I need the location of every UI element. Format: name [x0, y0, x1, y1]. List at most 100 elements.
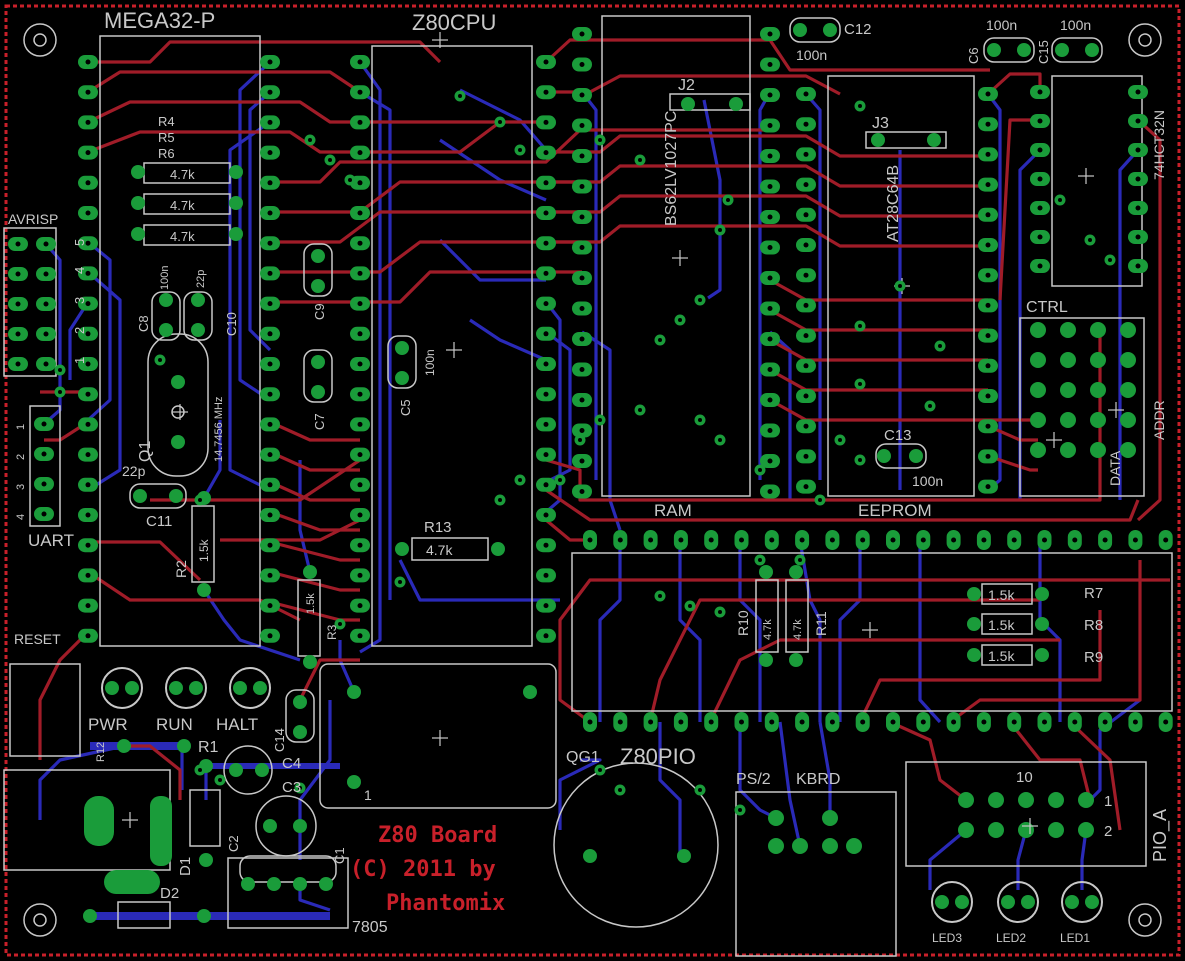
component-pad [293, 877, 307, 891]
ps2-pad [768, 810, 784, 826]
component-pad [303, 655, 317, 669]
component-pad [793, 23, 807, 37]
header-pad [1090, 442, 1106, 458]
bottom-trace [86, 270, 122, 492]
component-pad [967, 648, 981, 662]
component-pad [677, 849, 691, 863]
component-pad [347, 685, 361, 699]
component-pad [1085, 43, 1099, 57]
top-trace [269, 570, 360, 592]
capacitor-c15-body [1051, 37, 1103, 63]
mounting-holes [23, 23, 1162, 937]
bottom-trace [598, 540, 622, 722]
value-c10: 22p [195, 270, 207, 288]
ps2-pad [822, 838, 838, 854]
top-trace [1068, 720, 1122, 831]
label-c8: C8 [136, 315, 151, 332]
value-r9: 1.5k [988, 648, 1015, 664]
resistor-r9-body [981, 644, 1033, 666]
led-pwr [101, 667, 143, 709]
led-1 [1061, 881, 1103, 923]
label-ps2: PS/2 [736, 771, 771, 788]
label-data: DATA [1107, 450, 1123, 486]
avrisp-pin-2: 2 [72, 327, 87, 334]
z80cpu-outline [371, 45, 533, 647]
header-pad [1120, 412, 1136, 428]
led-pad [105, 681, 119, 695]
pio-a-pad [1018, 822, 1034, 838]
label-c3: C3 [282, 779, 301, 796]
top-layer-traces [38, 38, 1170, 831]
top-trace [269, 450, 360, 472]
bottom-trace [838, 540, 862, 722]
capacitor-c9-body [303, 243, 333, 297]
label-pio-a: PIO_A [1150, 809, 1171, 862]
led-pad [125, 681, 139, 695]
label-led3: LED3 [932, 931, 962, 945]
value-r2: 1.5k [197, 538, 211, 562]
component-pad [229, 165, 243, 179]
label-pio-pin10: 10 [1016, 769, 1033, 786]
mounting-hole-tr [1128, 23, 1162, 57]
label-led1: LED1 [1060, 931, 1090, 945]
value-r8: 1.5k [988, 617, 1015, 633]
label-r10: R10 [735, 610, 751, 636]
label-z80cpu: Z80CPU [412, 10, 496, 35]
regulator-outline [227, 857, 349, 929]
bottom-trace [469, 318, 547, 362]
label-c13: C13 [884, 427, 912, 444]
led-pad [233, 681, 247, 695]
header-pad [1120, 382, 1136, 398]
bottom-trace [658, 722, 682, 856]
pio-a-pad [1078, 792, 1094, 808]
led-pad [253, 681, 267, 695]
header-pad [1060, 352, 1076, 368]
credit-line-2: (C) 2011 by [350, 857, 496, 882]
component-pad [681, 97, 695, 111]
capacitor-c6-body [983, 37, 1035, 63]
top-trace [545, 488, 1140, 522]
bottom-trace [438, 238, 546, 282]
header-pad [1060, 412, 1076, 428]
ram-outline [601, 15, 751, 497]
component-pad [1017, 43, 1031, 57]
header-pad [1120, 322, 1136, 338]
component-pad [491, 542, 505, 556]
label-d2: D2 [160, 885, 179, 902]
bottom-trace [358, 61, 382, 654]
label-kbrd: KBRD [796, 771, 840, 788]
component-pad [523, 685, 537, 699]
led-3 [931, 881, 973, 923]
component-pad [311, 355, 325, 369]
jumper-j3-body [865, 131, 947, 149]
resistor-r8-body [981, 613, 1033, 635]
led-2 [997, 881, 1039, 923]
led-run [165, 667, 207, 709]
power-jack-pad [150, 796, 172, 866]
label-c12: C12 [844, 21, 872, 38]
top-trace [270, 180, 582, 214]
mounting-hole-tl [23, 23, 57, 57]
led-pad [935, 895, 949, 909]
label-pio-pin2: 2 [1104, 823, 1112, 840]
pio-a-pad [988, 822, 1004, 838]
component-pad [303, 565, 317, 579]
component-pad [117, 739, 131, 753]
label-qg1: QG1 [566, 749, 600, 766]
ps2-pad [822, 810, 838, 826]
top-trace [987, 454, 1038, 472]
bottom-trace [544, 301, 562, 514]
pio-a-pad [988, 792, 1004, 808]
silkscreen-labels: MEGA32-P Z80CPU RAM EEPROM AVRISP UART R… [8, 8, 1171, 945]
value-c15: 100n [1060, 17, 1091, 33]
top-trace [708, 638, 1060, 723]
avrisp-pin-1: 1 [72, 357, 87, 364]
top-trace [87, 100, 546, 124]
component-pad [255, 763, 269, 777]
component-pad [199, 853, 213, 867]
credit-line-1: Z80 Board [378, 823, 497, 848]
pio-a-pad [958, 792, 974, 808]
component-pad [729, 97, 743, 111]
label-uart: UART [28, 531, 74, 550]
component-pad [759, 653, 773, 667]
